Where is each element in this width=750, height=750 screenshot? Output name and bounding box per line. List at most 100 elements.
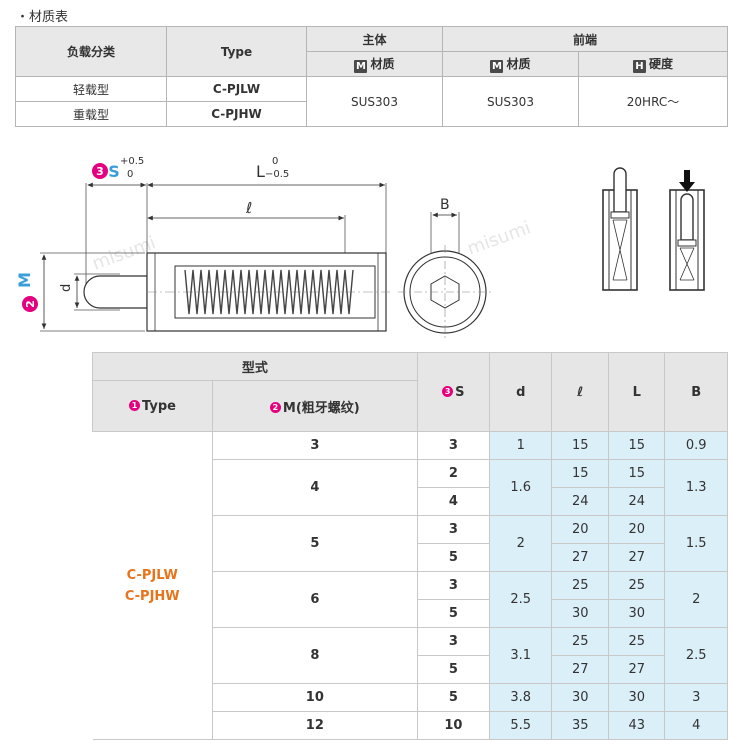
m-cell: 10: [211, 683, 418, 712]
B-cell: 2.5: [664, 627, 728, 684]
d-label: d: [59, 284, 74, 292]
m-number-badge: [22, 296, 38, 312]
type-number-badge: 1: [129, 399, 141, 411]
m-number-badge: 2: [269, 401, 281, 413]
m-cell: 8: [211, 627, 418, 684]
material-m-icon: M: [354, 60, 368, 73]
m-header-label: M(粗牙螺纹): [282, 400, 360, 416]
section-title: ・材质表: [16, 10, 69, 25]
tip-header: 前端: [442, 26, 728, 52]
type-cell: C-PJLW: [166, 76, 307, 102]
ell-cell: 15: [551, 459, 609, 488]
main-material-cell: SUS303: [306, 76, 443, 127]
L-cell: 24: [607, 487, 666, 516]
d-cell: 1: [489, 431, 553, 460]
tip-material-cell: SUS303: [442, 76, 579, 127]
state-diagram-free: [602, 167, 638, 291]
d-cell: 3.8: [489, 683, 553, 712]
m-label: M: [15, 272, 34, 288]
B-cell: 2: [664, 571, 728, 628]
B-cell: 3: [664, 683, 728, 712]
L-cell: 25: [607, 571, 666, 600]
l-label: L: [256, 162, 265, 181]
ell-label: ℓ: [245, 199, 252, 217]
m-cell: 6: [211, 571, 418, 628]
B-cell: 0.9: [664, 431, 728, 460]
d-cell: 3.1: [489, 627, 553, 684]
ell-cell: 30: [551, 683, 609, 712]
L-cell: 30: [607, 683, 666, 712]
hardness-h-icon: H: [632, 60, 646, 73]
type-cell: C-PJHW: [166, 101, 307, 127]
ell-cell: 35: [551, 711, 609, 740]
ell-cell: 24: [551, 487, 609, 516]
s-number: 3: [96, 165, 104, 178]
ell-cell: 25: [551, 627, 609, 656]
hex-socket: [430, 275, 460, 309]
s-cell: 3: [416, 627, 490, 656]
s-cell: 3: [416, 571, 490, 600]
B-cell: 1.5: [664, 515, 728, 572]
s-tolerance-lower: 0: [127, 169, 133, 180]
L-cell: 27: [607, 543, 666, 572]
ell-cell: 30: [551, 599, 609, 628]
state-diagram-pressed: [669, 170, 705, 291]
d-cell: 2: [489, 515, 553, 572]
type-header: Type: [166, 26, 307, 77]
plunger-drawing: misumi misumi 3 S +0.5 0 L 0 −0.5 ℓ 2 M …: [15, 156, 705, 340]
L-cell: 43: [607, 711, 666, 740]
material-m-icon: M: [490, 60, 504, 73]
B-cell: 1.3: [664, 459, 728, 516]
tip-hardness-cell: 20HRC～: [578, 76, 728, 127]
type-header-label: Type: [142, 398, 176, 414]
plunger-pin: [83, 275, 148, 309]
m-cell: 12: [211, 711, 418, 740]
ell-cell: 27: [551, 543, 609, 572]
s-cell: 5: [416, 683, 490, 712]
type-c-pjhw: C-PJHW: [124, 588, 180, 604]
type-c-pjlw: C-PJLW: [126, 567, 178, 583]
s-label: S: [108, 162, 120, 181]
s-cell: 3: [416, 515, 490, 544]
ell-cell: 15: [551, 431, 609, 460]
l-tolerance-upper: 0: [272, 156, 278, 167]
d-cell: 5.5: [489, 711, 553, 740]
d-header: d: [489, 352, 553, 432]
s-number-badge: 3: [442, 385, 454, 397]
type-cell: C-PJLW C-PJHW: [92, 431, 213, 740]
model-header: 型式: [92, 352, 418, 381]
s-number-badge: [92, 163, 108, 179]
watermark-text: misumi: [465, 217, 534, 259]
load-type-header: 负载分类: [15, 26, 167, 77]
s-cell: 4: [416, 487, 490, 516]
L-cell: 15: [607, 431, 666, 460]
s-cell: 5: [416, 543, 490, 572]
s-cell: 10: [416, 711, 490, 740]
b-label: B: [440, 197, 450, 213]
s-cell: 2: [416, 459, 490, 488]
s-cell: 5: [416, 599, 490, 628]
ell-cell: 20: [551, 515, 609, 544]
s-tolerance-upper: +0.5: [120, 156, 144, 167]
tip-material-sublabel: 材质: [506, 57, 531, 71]
m-cell: 4: [211, 459, 418, 516]
s-cell: 5: [416, 655, 490, 684]
m-number: 2: [24, 300, 37, 308]
m-cell: 5: [211, 515, 418, 572]
B-header: B: [664, 352, 728, 432]
